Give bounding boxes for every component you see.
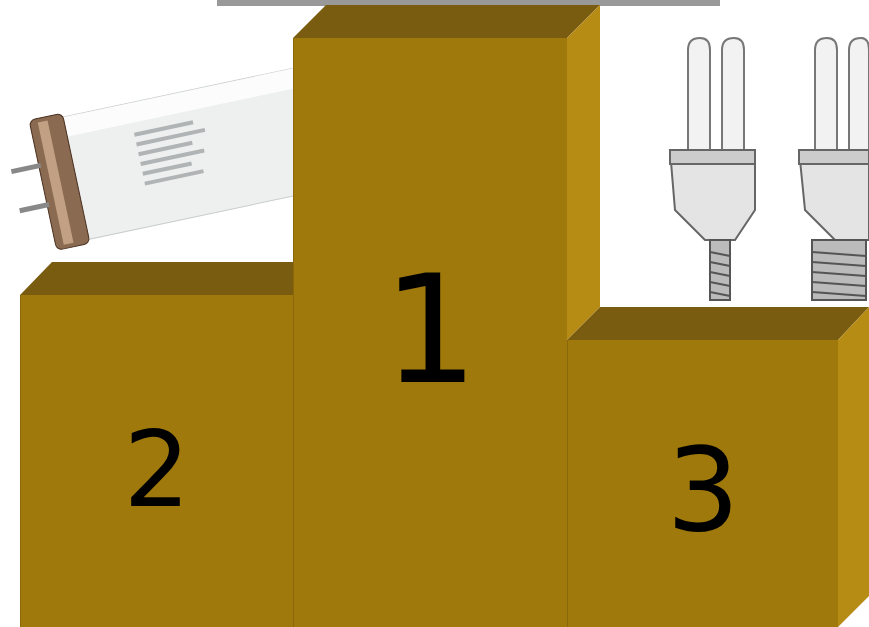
place-number: 2 bbox=[21, 418, 293, 523]
fluorescent-tube bbox=[2, 64, 321, 256]
podium-top bbox=[293, 5, 600, 38]
podium-side bbox=[838, 307, 869, 627]
place-number: 1 bbox=[294, 255, 567, 405]
podium-side bbox=[567, 5, 600, 340]
podium-top bbox=[567, 307, 869, 340]
cfl-bulb bbox=[799, 38, 869, 300]
podium-step: 2 bbox=[20, 295, 293, 627]
place-number: 3 bbox=[568, 433, 838, 548]
podium-step: 3 bbox=[567, 340, 838, 627]
podium-step: 1 bbox=[293, 38, 567, 627]
podium-top bbox=[20, 262, 293, 295]
cfl-bulb bbox=[670, 38, 755, 300]
